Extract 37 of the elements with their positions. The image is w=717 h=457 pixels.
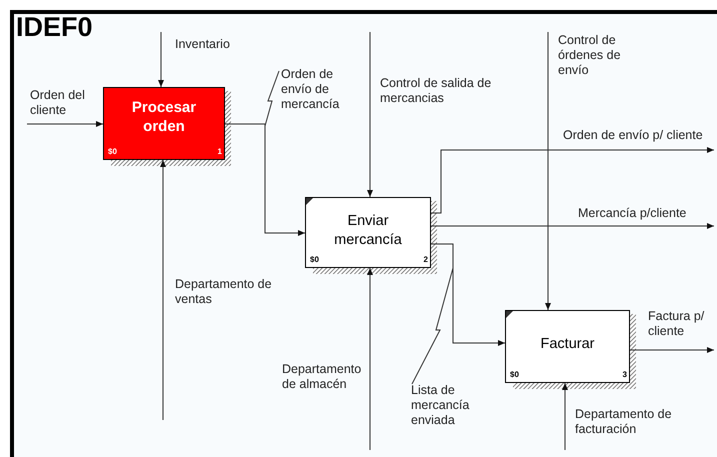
arrow — [224, 124, 306, 236]
arrow — [430, 147, 714, 214]
activity-name: Procesar orden — [130, 98, 198, 136]
arrow — [367, 268, 373, 450]
model-label: $0 — [510, 369, 519, 381]
activity-box — [505, 310, 630, 383]
diagram-title: IDEF0 — [16, 14, 93, 41]
arrow — [158, 32, 164, 88]
arrow — [562, 382, 568, 450]
edge-label: Inventario — [175, 37, 231, 52]
activity-box — [103, 87, 225, 160]
edge-label: Orden del cliente — [30, 88, 86, 118]
arrow — [545, 32, 551, 310]
edge-label: Departamento de facturación — [575, 407, 673, 437]
edge-label: Control de órdenes de envío — [558, 33, 622, 78]
model-label: $0 — [310, 254, 319, 266]
arrow — [430, 244, 506, 346]
arrow — [160, 160, 166, 420]
activity-name: Facturar — [540, 335, 596, 354]
arrow — [26, 121, 104, 127]
edge-label: Departamento de almacén — [282, 362, 362, 392]
edge-label: Orden de envío p/ cliente — [563, 128, 704, 143]
arrow — [430, 223, 714, 229]
edge-label: Factura p/ cliente — [648, 309, 706, 339]
activity-box — [305, 197, 431, 268]
arrow — [630, 347, 714, 353]
edge-label: Departamento de ventas — [175, 277, 273, 307]
edge-label: Orden de envío de mercancía — [281, 67, 340, 112]
edge-label: Mercancía p/cliente — [578, 206, 688, 221]
model-label: $0 — [108, 146, 117, 158]
box-number: 3 — [622, 369, 627, 381]
box-number: 2 — [424, 254, 428, 266]
activity-name: Enviar mercancía — [333, 212, 403, 249]
edge-label: Lista de mercancía enviada — [411, 383, 470, 428]
edge-label: Control de salida de mercancias — [380, 76, 492, 106]
arrow — [367, 32, 373, 198]
box-number: 1 — [218, 146, 222, 158]
